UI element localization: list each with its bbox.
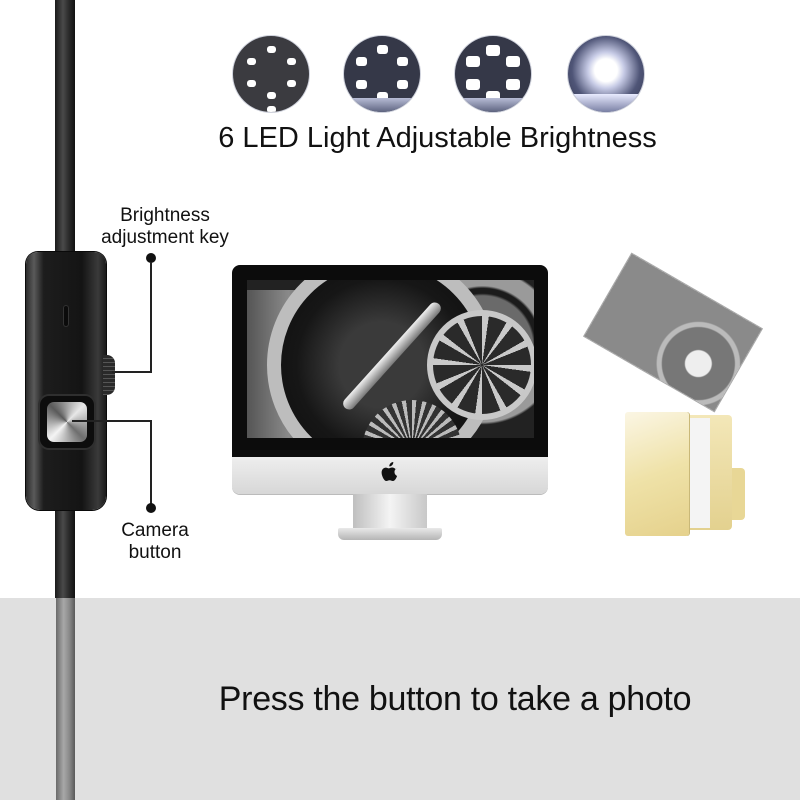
captured-photo-image [584, 253, 762, 412]
camera-button-label: Camera button [95, 520, 215, 564]
led-level-1-icon [233, 36, 309, 112]
cable [55, 505, 75, 600]
led-section-title: 6 LED Light Adjustable Brightness [218, 122, 657, 154]
inline-controller [26, 252, 106, 510]
apple-logo-icon [380, 461, 400, 488]
cable [56, 598, 75, 800]
bottom-caption: Press the button to take a photo [218, 680, 692, 718]
led-level-4-icon [568, 36, 644, 112]
callout-line [150, 420, 152, 505]
callout-dot [146, 503, 156, 513]
folder-tab [732, 468, 745, 520]
bottom-banner [0, 598, 800, 800]
brightness-key-label-line1: Brightness [120, 205, 210, 226]
camera-button-label-line1: Camera [121, 520, 189, 541]
led-indicator-slot [63, 305, 69, 327]
monitor-screen-watch-movement-image [247, 280, 534, 438]
callout-line [72, 420, 152, 422]
callout-line [150, 262, 152, 372]
led-level-2-icon [344, 36, 420, 112]
folder-paper [688, 418, 710, 528]
folder-front [625, 412, 689, 536]
camera-button-label-line2: button [128, 542, 182, 563]
monitor-stand-base [338, 528, 442, 540]
callout-line [112, 371, 152, 373]
led-level-3-icon [455, 36, 531, 112]
callout-dot [146, 253, 156, 263]
brightness-key-label-line2: adjustment key [101, 227, 229, 248]
brightness-wheel[interactable] [103, 355, 115, 395]
cable [55, 0, 75, 258]
monitor-stand [353, 494, 427, 529]
camera-button[interactable] [47, 402, 87, 442]
brightness-key-label: Brightness adjustment key [80, 205, 250, 249]
